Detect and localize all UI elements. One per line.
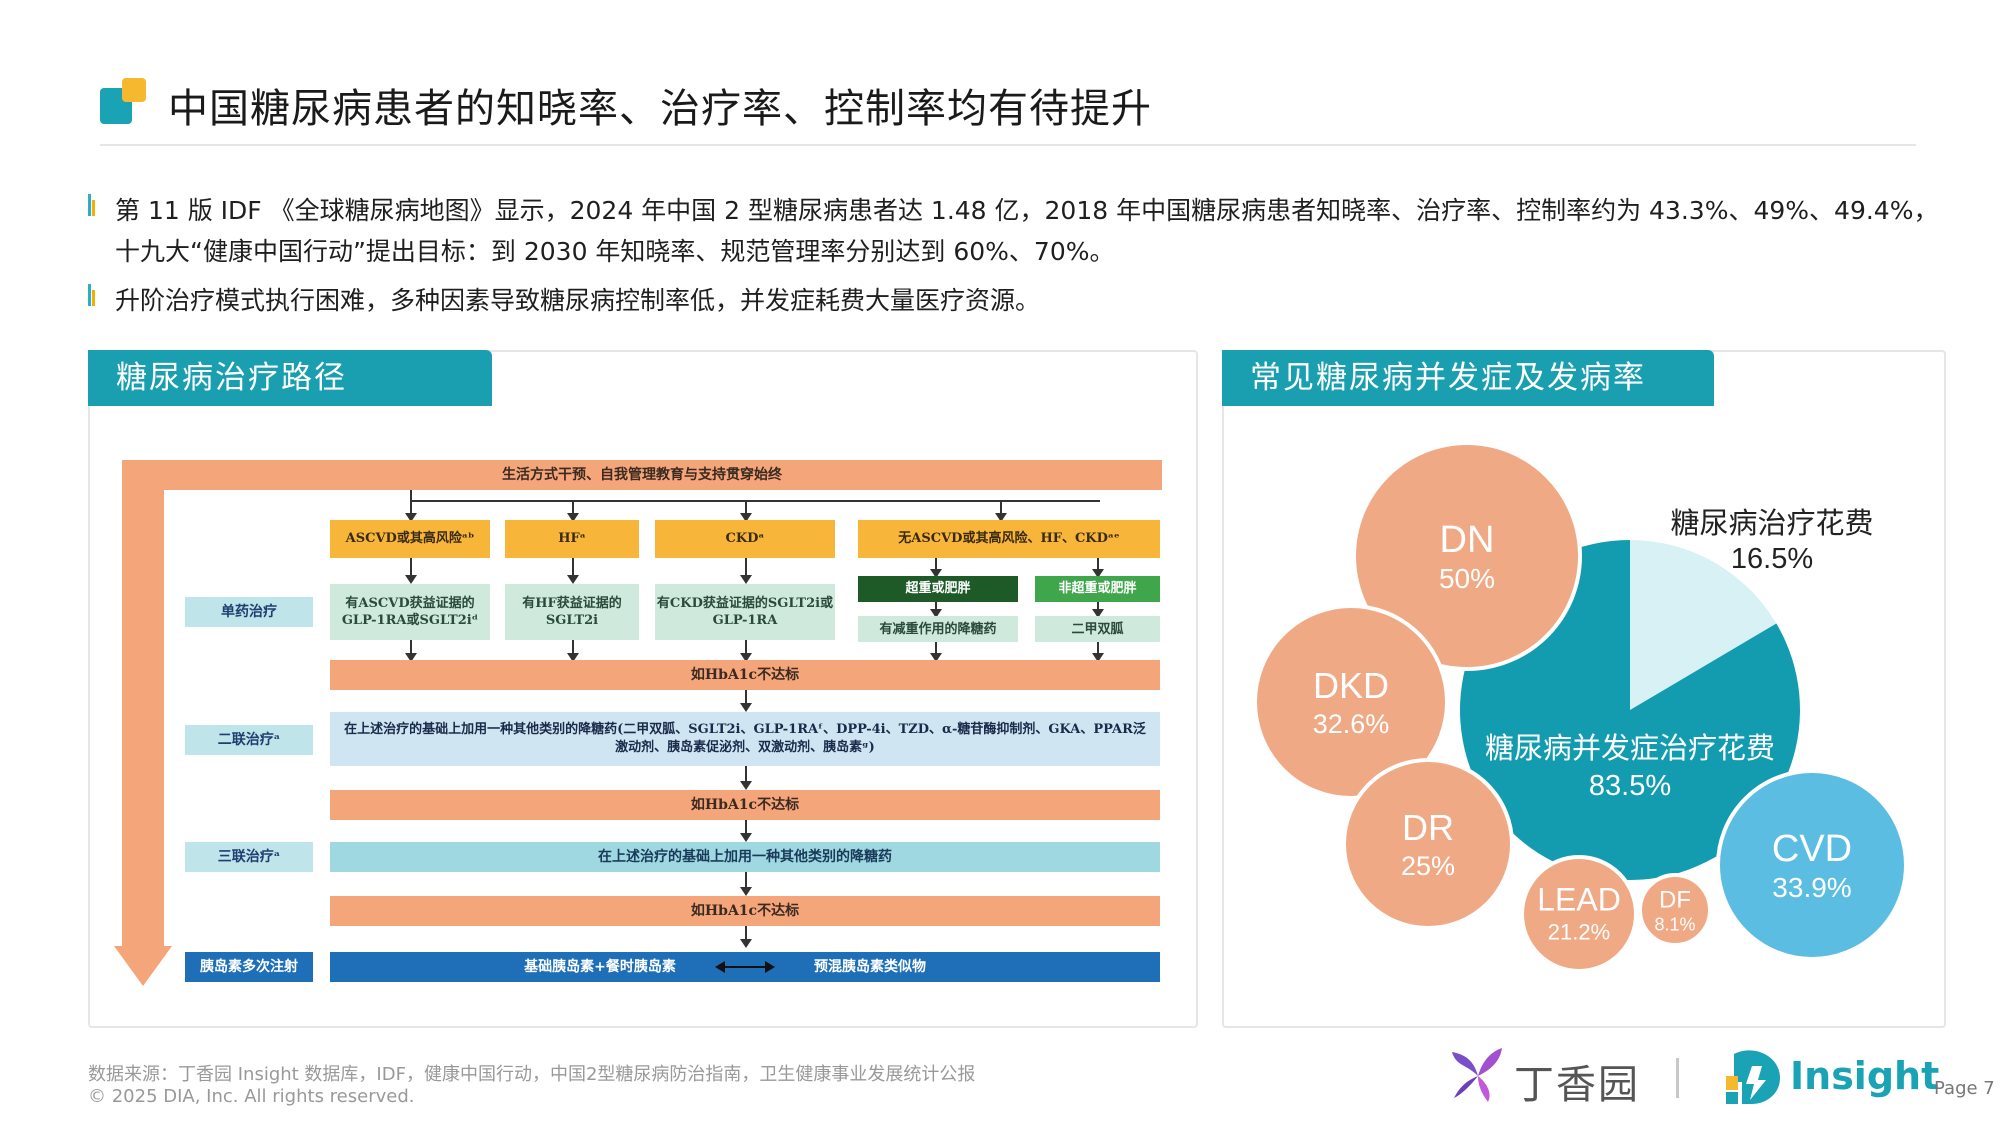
cond-ckd-box: CKDᵃ xyxy=(655,520,835,558)
logo-mark-icon xyxy=(100,78,146,124)
pie-label-complication: 糖尿病并发症治疗花费 xyxy=(1485,732,1775,765)
flow-arrow xyxy=(567,640,579,662)
flow-arrow xyxy=(995,500,1007,522)
insulin-basal-bolus: 基础胰岛素+餐时胰岛素 xyxy=(524,959,676,975)
bubble-value-cvd: 33.9% xyxy=(1772,872,1851,903)
bubble-cvd xyxy=(1716,769,1908,961)
bullet-marker-icon xyxy=(88,284,95,306)
bubble-value-lead: 21.2% xyxy=(1548,919,1610,944)
overweight-box: 超重或肥胖 xyxy=(858,576,1018,602)
dxy-brand-text: 丁香园 xyxy=(1514,1062,1640,1108)
hba1c-check-2: 如HbA1c不达标 xyxy=(330,790,1160,820)
hba1c-check-1: 如HbA1c不达标 xyxy=(330,660,1160,690)
dual-therapy-label: 二联治疗ᵃ xyxy=(185,725,313,755)
flow-arrow xyxy=(405,558,417,584)
flow-down-arrow-icon xyxy=(114,946,172,986)
not-overweight-box: 非超重或肥胖 xyxy=(1035,576,1160,602)
mono-ckd-box: 有CKD获益证据的SGLT2i或GLP-1RA xyxy=(655,584,835,640)
flow-arrow xyxy=(740,500,752,522)
page-number: Page 7 xyxy=(1934,1078,1995,1099)
flow-arrow xyxy=(405,490,417,522)
bubble-name-lead: LEAD xyxy=(1537,882,1621,918)
pie-value-treatment: 16.5% xyxy=(1731,543,1813,575)
mono-ascvd-box: 有ASCVD获益证据的GLP-1RA或SGLT2iᵈ xyxy=(330,584,490,640)
insulin-injection-label: 胰岛素多次注射 xyxy=(185,952,313,982)
flow-connector xyxy=(410,500,1100,502)
bubble-name-dn: DN xyxy=(1440,519,1495,561)
dxy-flower-logo-icon xyxy=(1452,1048,1502,1102)
cond-none-box: 无ASCVD或其高风险、HF、CKDᵃᵉ xyxy=(858,520,1160,558)
bubble-name-cvd: CVD xyxy=(1772,828,1852,870)
flow-arrow xyxy=(740,766,752,790)
hba1c-check-3: 如HbA1c不达标 xyxy=(330,896,1160,926)
flow-arrow xyxy=(1092,642,1104,662)
bubble-value-dkd: 32.6% xyxy=(1313,709,1390,739)
flow-arrow xyxy=(405,640,417,662)
flow-arrow xyxy=(930,558,942,578)
lifestyle-bar: 生活方式干预、自我管理教育与支持贯穿始终 xyxy=(122,460,1162,490)
bullet-marker-icon xyxy=(88,194,95,216)
dual-therapy-box: 在上述治疗的基础上加用一种其他类别的降糖药(二甲双胍、SGLT2i、GLP-1R… xyxy=(330,712,1160,766)
flow-arrow xyxy=(930,602,942,618)
bullet-text-1: 第 11 版 IDF 《全球糖尿病地图》显示，2024 年中国 2 型糖尿病患者… xyxy=(115,196,1939,266)
flow-arrow xyxy=(740,640,752,662)
pie-label-treatment: 糖尿病治疗花费 xyxy=(1670,507,1873,540)
metformin-box: 二甲双胍 xyxy=(1035,616,1160,642)
bubble-value-dn: 50% xyxy=(1439,563,1495,594)
insulin-premixed: 预混胰岛素类似物 xyxy=(814,959,926,975)
flow-arrow xyxy=(740,926,752,948)
flow-arrow xyxy=(1092,602,1104,618)
insight-logo-icon xyxy=(1726,1050,1780,1104)
bullet-text-2: 升阶治疗模式执行困难，多种因素导致糖尿病控制率低，并发症耗费大量医疗资源。 xyxy=(115,286,1041,315)
weight-reduce-box: 有减重作用的降糖药 xyxy=(858,616,1018,642)
pie-value-complication: 83.5% xyxy=(1589,770,1671,802)
data-source: 数据来源：丁香园 Insight 数据库，IDF，健康中国行动，中国2型糖尿病防… xyxy=(88,1064,976,1085)
bubble-name-dkd: DKD xyxy=(1313,665,1389,706)
mono-hf-box: 有HF获益证据的SGLT2i xyxy=(505,584,639,640)
bubble-dr xyxy=(1342,758,1514,930)
bubble-value-df: 8.1% xyxy=(1654,915,1695,935)
cond-ascvd-box: ASCVD或其高风险ᵃᵇ xyxy=(330,520,490,558)
page-title: 中国糖尿病患者的知晓率、治疗率、控制率均有待提升 xyxy=(168,86,1152,132)
double-arrow-icon xyxy=(715,961,775,973)
logo-divider xyxy=(1676,1058,1679,1098)
triple-therapy-box: 在上述治疗的基础上加用一种其他类别的降糖药 xyxy=(330,842,1160,872)
treatment-path-tab: 糖尿病治疗路径 xyxy=(88,350,492,406)
flow-arrow xyxy=(740,820,752,842)
insight-brand-text: Insight xyxy=(1790,1054,1940,1098)
bubble-name-dr: DR xyxy=(1402,807,1454,848)
flow-arrow xyxy=(740,872,752,896)
complications-tab: 常见糖尿病并发症及发病率 xyxy=(1222,350,1714,406)
copyright: © 2025 DIA, Inc. All rights reserved. xyxy=(88,1086,415,1107)
bubble-df xyxy=(1638,873,1712,947)
flow-arrow xyxy=(567,558,579,584)
bubble-lead xyxy=(1520,855,1638,973)
flow-arrow xyxy=(1092,558,1104,578)
mono-therapy-label: 单药治疗 xyxy=(185,597,313,627)
bubble-dn xyxy=(1352,441,1582,671)
cond-hf-box: HFᵃ xyxy=(505,520,639,558)
pie-slice-treatment xyxy=(1630,540,1777,710)
flow-left-arrow-shaft xyxy=(122,460,164,948)
triple-therapy-label: 三联治疗ᵃ xyxy=(185,842,313,872)
flow-arrow xyxy=(567,500,579,522)
bubble-value-dr: 25% xyxy=(1401,851,1455,881)
title-divider xyxy=(100,144,1916,146)
flow-arrow xyxy=(930,642,942,662)
bubble-name-df: DF xyxy=(1659,886,1691,913)
flow-arrow xyxy=(740,690,752,712)
bubble-dkd xyxy=(1253,604,1449,800)
flow-arrow xyxy=(740,558,752,584)
